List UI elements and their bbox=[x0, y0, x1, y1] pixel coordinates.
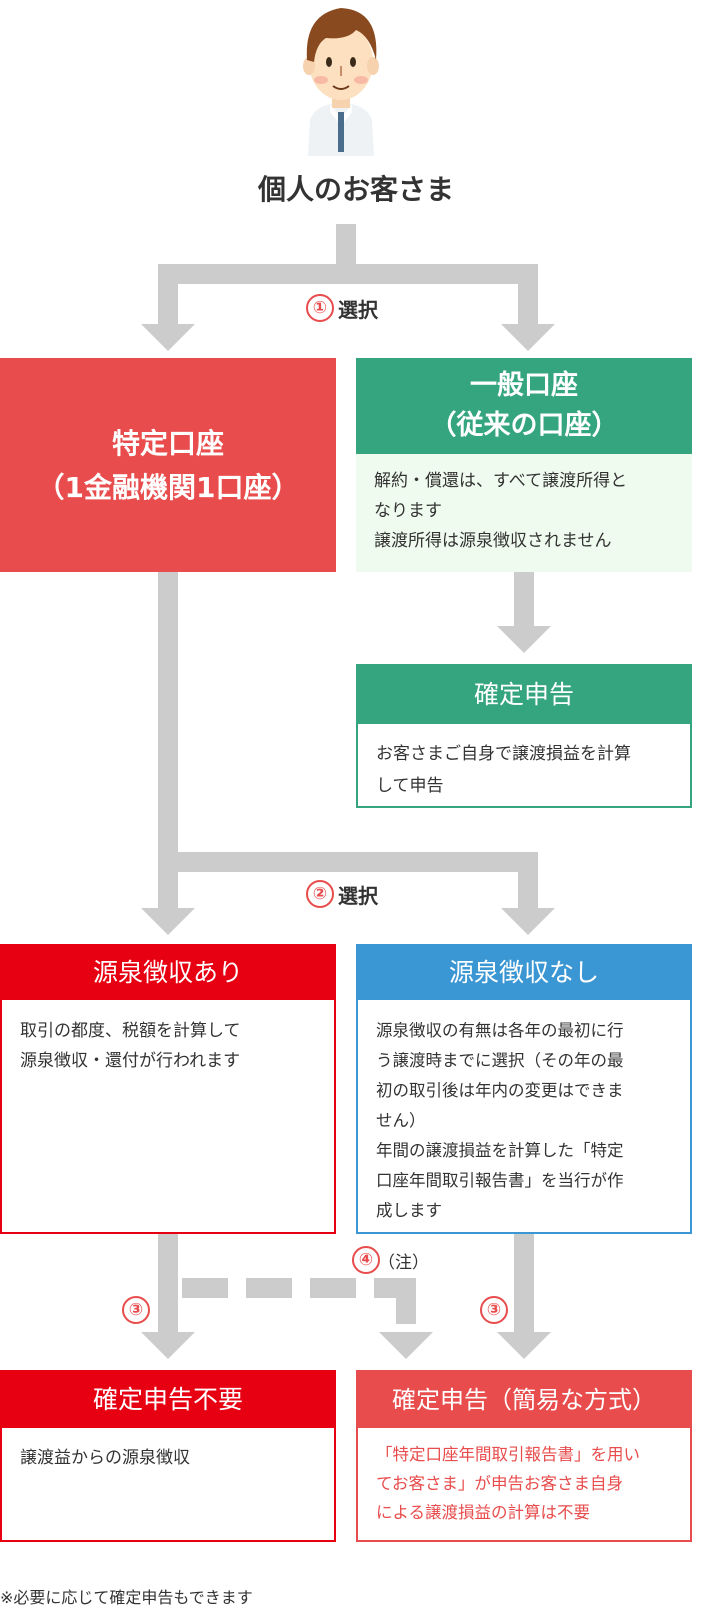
footnote: ※必要に応じて確定申告もできます bbox=[0, 1588, 253, 1607]
kakutei-fuyou-body: 譲渡益からの源泉徴収 bbox=[20, 1448, 190, 1468]
dashed-segment bbox=[374, 1278, 416, 1298]
dashed-segment bbox=[182, 1278, 228, 1298]
step-3-right-badge: ③ bbox=[480, 1296, 508, 1324]
kakutei-ippan-body: お客さまご自身で譲渡損益を計算 して申告 bbox=[376, 744, 631, 796]
step-1-badge: ① bbox=[306, 294, 334, 322]
gensen-nashi-box: 源泉徴収なし 源泉徴収の有無は各年の最初に行 う譲渡時までに選択（その年の最 初… bbox=[356, 944, 692, 1234]
dashed-segment bbox=[246, 1278, 292, 1298]
arrow-down-icon bbox=[379, 1332, 433, 1359]
ippan-body: 解約・償還は、すべて譲渡所得と なります 譲渡所得は源泉徴収されません bbox=[356, 454, 692, 572]
step-2-badge: ② bbox=[306, 880, 334, 908]
kakutei-ippan-box: 確定申告 お客さまご自身で譲渡損益を計算 して申告 bbox=[356, 664, 692, 808]
tokutei-subtitle: （1金融機関1口座） bbox=[36, 471, 300, 504]
connector-ippan-down bbox=[514, 572, 534, 628]
connector-trunk-2 bbox=[158, 572, 178, 912]
step-1-label: 選択 bbox=[338, 298, 378, 322]
arrow-down-icon bbox=[497, 626, 551, 653]
kakutei-fuyou-title: 確定申告不要 bbox=[2, 1372, 334, 1428]
connector-drop-1-left bbox=[158, 264, 178, 326]
connector-branch-1 bbox=[158, 264, 538, 284]
gensen-nashi-body: 源泉徴収の有無は各年の最初に行 う譲渡時までに選択（その年の最 初の取引後は年内… bbox=[376, 1021, 624, 1220]
gensen-ari-box: 源泉徴収あり 取引の都度、税額を計算して 源泉徴収・還付が行われます bbox=[0, 944, 336, 1234]
step-4-badge: ④ bbox=[352, 1246, 380, 1274]
kakutei-kani-title: 確定申告（簡易な方式） bbox=[358, 1372, 690, 1428]
step-2-label: 選択 bbox=[338, 884, 378, 908]
step-4-note: （注） bbox=[378, 1253, 429, 1273]
kakutei-ippan-title: 確定申告 bbox=[358, 666, 690, 724]
ippan-subtitle: （従来の口座） bbox=[429, 410, 619, 441]
arrow-down-icon bbox=[141, 324, 195, 351]
dashed-segment bbox=[396, 1298, 416, 1324]
gensen-ari-body: 取引の都度、税額を計算して 源泉徴収・還付が行われます bbox=[20, 1021, 241, 1071]
connector-ari-down bbox=[158, 1234, 178, 1334]
arrow-down-icon bbox=[497, 1332, 551, 1359]
gensen-nashi-title: 源泉徴収なし bbox=[358, 946, 690, 1000]
ippan-account-box: 一般口座 （従来の口座） 解約・償還は、すべて譲渡所得と なります 譲渡所得は源… bbox=[356, 358, 692, 572]
page-title: 個人のお客さま bbox=[257, 173, 454, 206]
connector-drop-2-right bbox=[518, 852, 538, 912]
dashed-segment bbox=[310, 1278, 356, 1298]
kakutei-fuyou-box: 確定申告不要 譲渡益からの源泉徴収 bbox=[0, 1370, 336, 1542]
tokutei-account-box: 特定口座 （1金融機関1口座） bbox=[0, 358, 336, 572]
kakutei-kani-box: 確定申告（簡易な方式） 「特定口座年間取引報告書」を用い てお客さま」が申告お客… bbox=[356, 1370, 692, 1542]
arrow-down-icon bbox=[501, 908, 555, 935]
ippan-title: 一般口座 bbox=[470, 370, 578, 401]
arrow-down-icon bbox=[501, 324, 555, 351]
kakutei-kani-body: 「特定口座年間取引報告書」を用い てお客さま」が申告お客さま自身 による譲渡損益… bbox=[376, 1445, 640, 1522]
step-3-left-badge: ③ bbox=[122, 1296, 150, 1324]
arrow-down-icon bbox=[141, 908, 195, 935]
tokutei-title: 特定口座 bbox=[111, 427, 224, 460]
connector-trunk-1 bbox=[336, 224, 356, 272]
gensen-ari-title: 源泉徴収あり bbox=[2, 946, 334, 1000]
connector-nashi-down bbox=[514, 1234, 534, 1334]
arrow-down-icon bbox=[141, 1332, 195, 1359]
connector-branch-2 bbox=[158, 852, 538, 872]
connector-drop-1-right bbox=[518, 264, 538, 326]
customer-avatar bbox=[303, 8, 379, 156]
